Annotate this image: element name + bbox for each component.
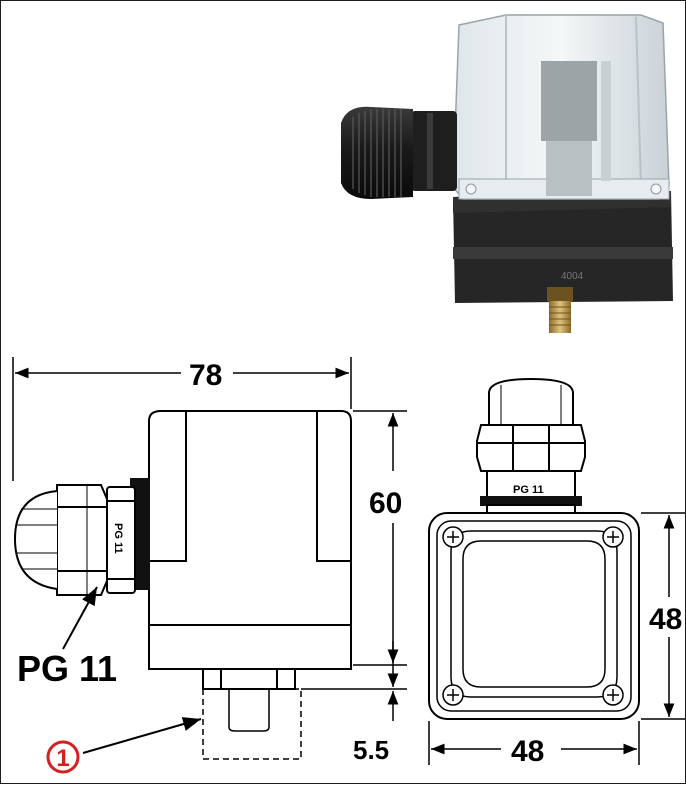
product-photo: 4004 [341, 14, 673, 333]
front-view [428, 377, 640, 720]
dimension-lines [12, 357, 685, 765]
side-gland-marking: PG 11 [112, 523, 124, 554]
photo-inner-element [541, 61, 597, 141]
side-fitting-hex [202, 668, 296, 690]
photo-brass-thread [549, 301, 571, 333]
front-gland-cap [488, 377, 574, 426]
dim-overall-width: 78 [189, 359, 222, 392]
front-gland-marking: PG 11 [513, 484, 544, 496]
dim-body-height: 48 [649, 603, 682, 636]
front-screws [442, 526, 624, 706]
side-cable-gland [13, 478, 150, 596]
cable-gland-label: PG 11 [17, 648, 117, 689]
callout-marker: 1 [46, 740, 80, 774]
photo-marking: 4004 [561, 271, 584, 282]
dim-body-width: 48 [511, 735, 544, 768]
dim-thread-length: 5.5 [353, 735, 389, 765]
front-gland-hex [476, 424, 586, 472]
callout-number: 1 [56, 745, 69, 772]
photo-base-seam [453, 247, 673, 259]
front-body [428, 512, 640, 720]
side-housing [148, 410, 352, 670]
side-thread-dashed [202, 688, 302, 760]
dim-overall-height: 60 [369, 487, 402, 520]
photo-cable-gland [341, 106, 457, 199]
side-view [13, 410, 352, 760]
photo-fitting-nut [547, 287, 573, 301]
